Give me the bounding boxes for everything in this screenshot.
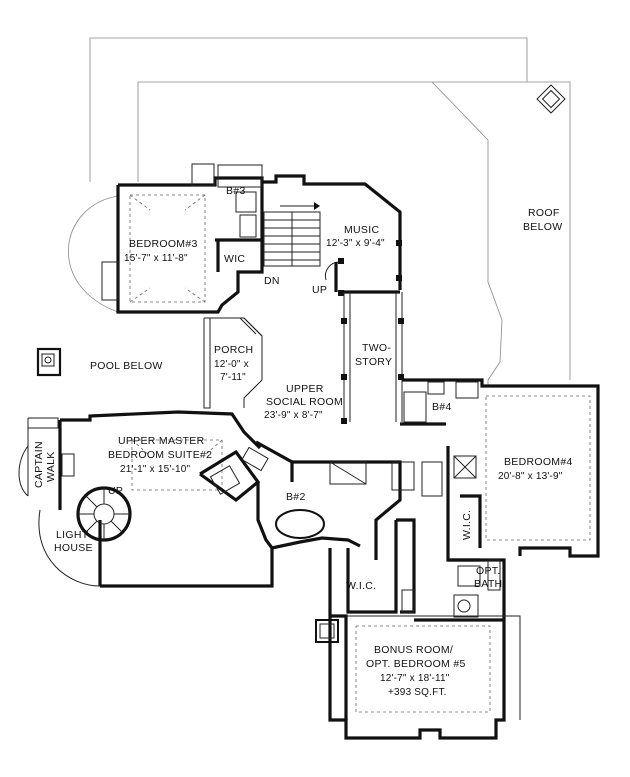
master-dims: 21'-1" x 15'-10" (120, 464, 191, 475)
bedroom-4 (400, 378, 600, 562)
bath2-label: B#2 (286, 491, 306, 503)
roof-outline (68, 37, 571, 386)
bonus-label-2: OPT. BEDROOM #5 (366, 658, 466, 670)
porch-dims-2: 7'-11" (220, 372, 246, 383)
bonus-area: +393 SQ.FT. (388, 687, 447, 698)
light-house-label-2: HOUSE (54, 542, 93, 554)
lighthouse-up-label: UP (108, 485, 123, 497)
two-story-label-2: STORY (355, 356, 392, 368)
upper-social-label-1: UPPER (286, 383, 324, 395)
roof-below-label-2: BELOW (523, 221, 562, 233)
light-house-label-1: LIGHT (56, 529, 89, 541)
bath-2 (256, 460, 415, 560)
stair-music (262, 174, 402, 296)
stair-dn-label: DN (264, 275, 280, 287)
wic4-label: W.I.C. (461, 510, 473, 540)
captain-walk-label-2: WALK (45, 451, 57, 482)
bedroom3-label: BEDROOM#3 (129, 238, 198, 250)
wic-2 (346, 518, 416, 614)
pool-below-label: POOL BELOW (90, 360, 163, 372)
opt-bath-label-2: BATH (474, 578, 502, 590)
bonus-dims: 12'-7" x 18'-11" (380, 673, 450, 684)
bath4-label: B#4 (432, 401, 452, 413)
roof-below-label-1: ROOF (528, 207, 560, 219)
wic2-label: W.I.C. (346, 580, 376, 592)
bedroom4-dims: 20'-8" x 13'-9" (498, 471, 563, 482)
porch (203, 317, 263, 409)
bonus-label-1: BONUS ROOM/ (374, 644, 453, 656)
bedroom-3 (101, 163, 264, 314)
vent-icon (536, 84, 566, 114)
two-story-void (341, 290, 404, 424)
porch-label: PORCH (214, 344, 253, 356)
master-suite (18, 410, 274, 588)
opt-bath-label-1: OPT. (476, 565, 501, 577)
master-bath (199, 440, 294, 503)
upper-social-label-2: SOCIAL ROOM (266, 396, 343, 408)
bath3-label: B#3 (226, 185, 246, 197)
two-story-label-1: TWO- (362, 342, 391, 354)
music-label: MUSIC (344, 224, 379, 236)
porch-dims-1: 12'-0" x (214, 359, 249, 370)
opt-bath (448, 558, 506, 620)
bonus-room (315, 548, 521, 740)
bedroom4-label: BEDROOM#4 (504, 456, 573, 468)
upper-social-dims: 23'-9" x 8'-7" (264, 410, 323, 421)
master-label-1: UPPER MASTER (118, 435, 205, 447)
bedroom3-dims: 15'-7" x 11'-8" (124, 253, 188, 264)
pool-light-icon (36, 347, 62, 377)
master-label-2: BEDROOM SUITE#2 (108, 449, 212, 461)
captain-walk-label-1: CAPTAIN (33, 441, 45, 488)
music-dims: 12'-3" x 9'-4" (326, 238, 385, 249)
stair-up-label: UP (312, 284, 327, 296)
wic3-label: WIC (224, 253, 245, 265)
